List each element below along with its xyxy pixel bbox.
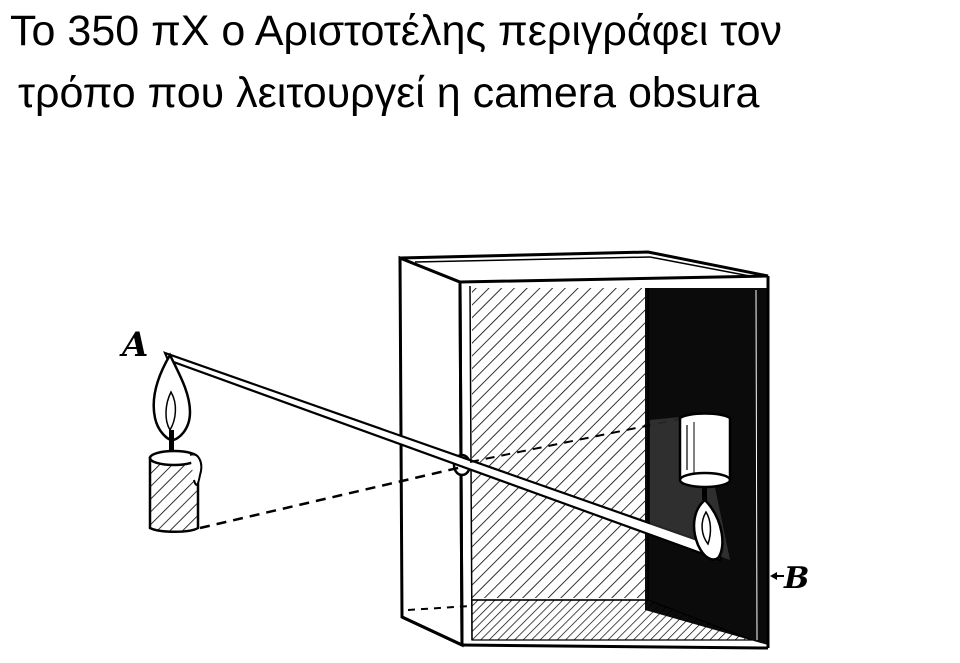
candle-object xyxy=(148,352,203,533)
camera-box xyxy=(398,250,770,650)
light-rays xyxy=(163,351,725,562)
slide-title: Το 350 πΧ ο Αριστοτέλης περιγράφει τον τ… xyxy=(10,0,955,124)
label-a: A xyxy=(119,325,148,365)
point-labels: A B xyxy=(119,325,809,596)
title-line-1: Το 350 πΧ ο Αριστοτέλης περιγράφει τον xyxy=(10,7,783,55)
title-line-2: τρόπο που λειτουργεί η camera obsura xyxy=(18,69,760,117)
label-b: B xyxy=(783,561,809,596)
inverted-candle-image xyxy=(650,412,732,561)
